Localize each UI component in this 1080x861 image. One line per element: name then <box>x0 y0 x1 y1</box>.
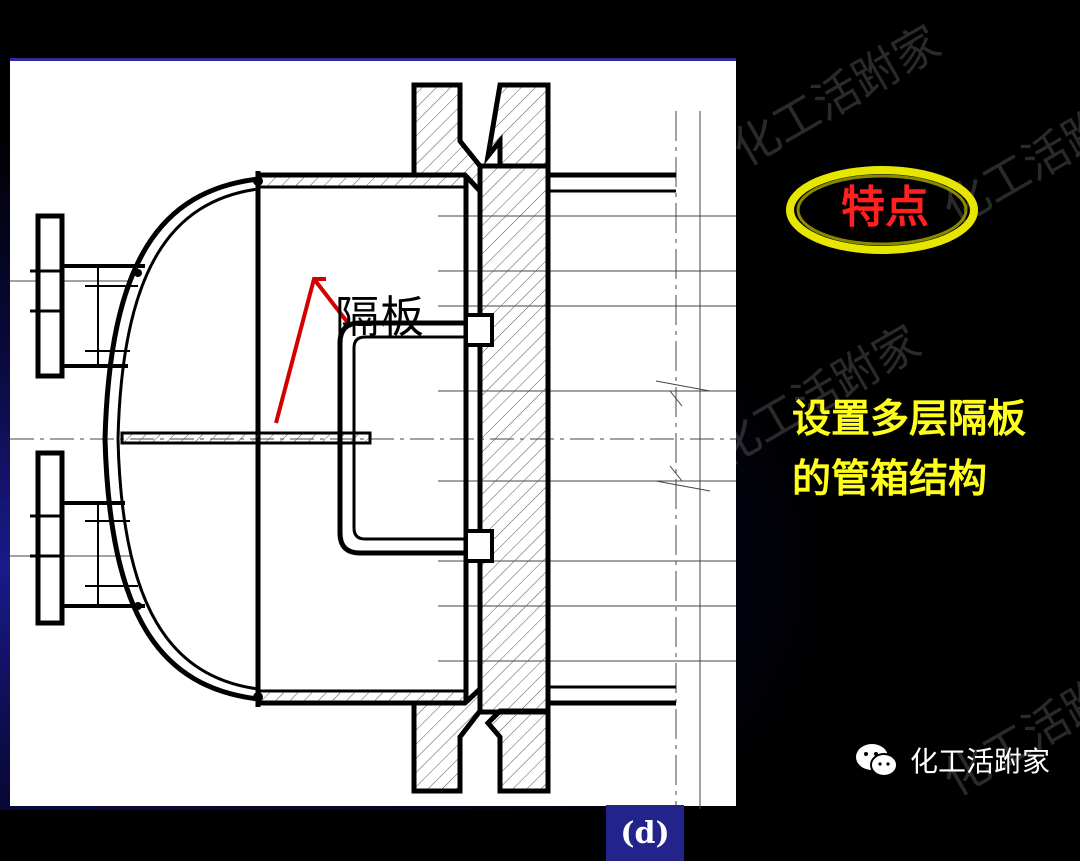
shell-pipes <box>548 172 676 706</box>
pass-partition-horizontal <box>120 431 372 445</box>
figure-label: (d) <box>606 805 684 861</box>
pass-partition-u <box>337 320 480 556</box>
channel-flange <box>411 82 483 794</box>
tube-sheet <box>463 163 551 715</box>
weld-points <box>134 176 263 702</box>
nozzle-flanges <box>30 213 65 626</box>
account-name: 化工活跗家 <box>910 745 1051 778</box>
diagram-panel: 隔板 (d) <box>10 58 736 861</box>
description-line: 设置多层隔板 <box>792 397 1027 442</box>
shell-flange <box>483 82 551 794</box>
shell-hatching <box>260 177 464 701</box>
tube-box-diagram <box>10 82 736 809</box>
badge-title: 特点 <box>841 182 929 233</box>
description-line: 的管箱结构 <box>792 457 988 502</box>
badge-ring <box>786 166 978 254</box>
account-footer: 化工活跗家 <box>852 738 1050 782</box>
wechat-icon <box>856 744 898 777</box>
description: 设置多层隔板 的管箱结构 <box>792 390 1072 510</box>
callout-leader <box>274 277 350 424</box>
callout-label: 隔板 <box>335 292 425 343</box>
partition-grooves <box>464 313 494 563</box>
